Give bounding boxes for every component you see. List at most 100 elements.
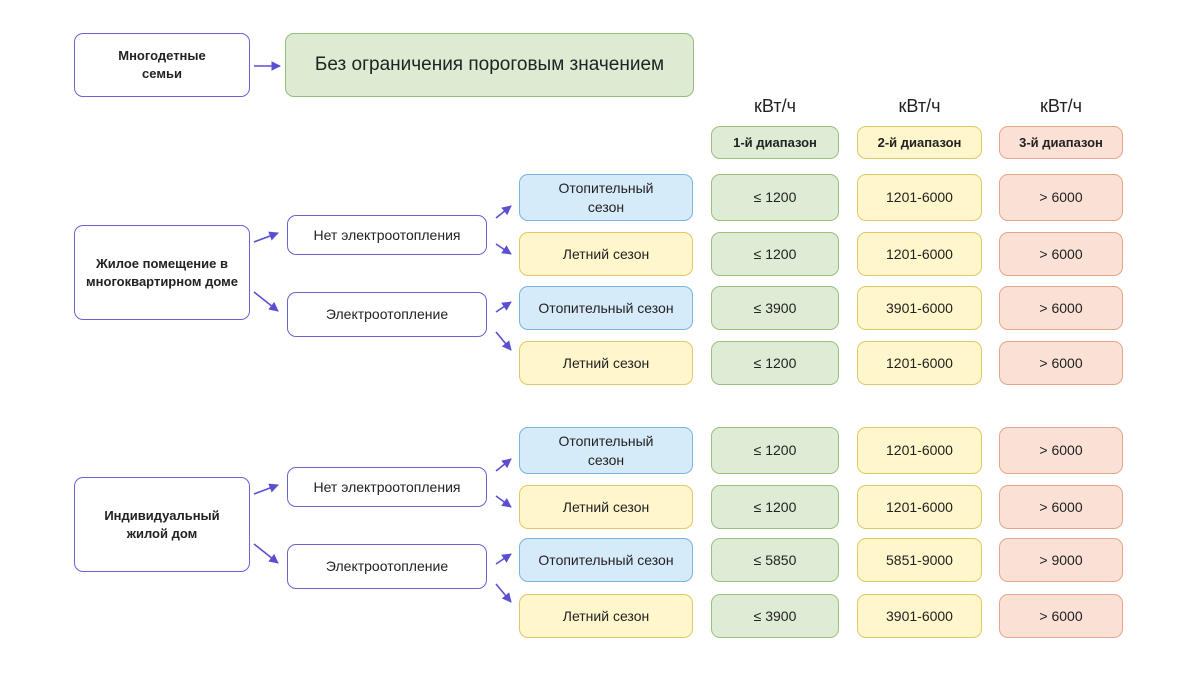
heating-type-house-none: Нет электроотопления	[287, 467, 487, 507]
season-label: Отопительный сезон	[558, 432, 654, 468]
value-range-2: 1201-6000	[886, 498, 953, 515]
season-house-none-summer: Летний сезон	[519, 485, 693, 529]
category-individual-house-label: Индивидуальный жилой дом	[104, 507, 220, 541]
value-range-2: 1201-6000	[886, 354, 953, 371]
value-range-1: ≤ 1200	[753, 189, 797, 206]
arrow-house-heat	[253, 543, 279, 564]
season-house-none-winter: Отопительный сезон	[519, 427, 693, 474]
value-range-1: ≤ 3900	[753, 607, 797, 624]
heating-type-house-none-label: Нет электроотопления	[313, 478, 461, 495]
arrow-apt-heat-summer	[495, 331, 512, 351]
arrow-apt-no-heat-winter	[495, 205, 512, 219]
category-large-family: Многодетные семьи	[74, 33, 250, 97]
value-cell: 1201-6000	[857, 427, 982, 474]
season-apt-electric-winter: Отопительный сезон	[519, 286, 693, 330]
value-cell: 1201-6000	[857, 341, 982, 385]
value-cell: > 9000	[999, 538, 1123, 582]
season-apt-electric-summer: Летний сезон	[519, 341, 693, 385]
heating-type-apt-electric-label: Электроотопление	[325, 306, 449, 323]
unit-range-1: кВт/ч	[754, 96, 796, 116]
category-apartment-label: Жилое помещение в многоквартирном доме	[86, 255, 238, 289]
value-range-2: 1201-6000	[886, 245, 953, 262]
value-range-2: 5851-9000	[886, 551, 953, 568]
value-range-1: ≤ 3900	[753, 299, 797, 316]
arrow-house-no-heat-summer	[495, 495, 512, 508]
value-cell: 5851-9000	[857, 538, 982, 582]
arrow-apt-heat-winter	[495, 301, 512, 313]
value-cell: ≤ 1200	[711, 427, 839, 474]
arrow-house-no-heat-winter	[495, 458, 512, 472]
value-cell: > 6000	[999, 286, 1123, 330]
value-cell: ≤ 3900	[711, 594, 839, 638]
value-range-3: > 6000	[1039, 442, 1083, 459]
value-range-1: ≤ 1200	[753, 442, 797, 459]
range-header-3: 3-й диапазон	[999, 126, 1123, 159]
season-house-electric-winter: Отопительный сезон	[519, 538, 693, 582]
value-range-2: 1201-6000	[886, 442, 953, 459]
value-range-3: > 6000	[1039, 498, 1083, 515]
value-cell: 1201-6000	[857, 232, 982, 276]
season-label: Летний сезон	[562, 354, 650, 371]
value-cell: > 6000	[999, 594, 1123, 638]
value-range-2: 3901-6000	[886, 607, 953, 624]
value-cell: 1201-6000	[857, 485, 982, 529]
value-range-1: ≤ 5850	[753, 551, 797, 568]
value-cell: > 6000	[999, 174, 1123, 221]
range-header-3-label: 3-й диапазон	[1019, 134, 1103, 150]
value-cell: ≤ 1200	[711, 174, 839, 221]
value-cell: ≤ 5850	[711, 538, 839, 582]
season-label: Отопительный сезон	[558, 179, 654, 215]
value-range-2: 1201-6000	[886, 189, 953, 206]
value-cell: ≤ 1200	[711, 485, 839, 529]
value-cell: 3901-6000	[857, 594, 982, 638]
value-range-3: > 6000	[1039, 299, 1083, 316]
unit-range-2: кВт/ч	[898, 96, 941, 116]
value-cell: 3901-6000	[857, 286, 982, 330]
range-header-2: 2-й диапазон	[857, 126, 982, 159]
value-cell: > 6000	[999, 427, 1123, 474]
arrow-apt-no-heat	[253, 231, 279, 243]
arrow-house-heat-summer	[495, 583, 512, 603]
value-cell: ≤ 3900	[711, 286, 839, 330]
value-range-3: > 6000	[1039, 354, 1083, 371]
heating-type-house-electric: Электроотопление	[287, 544, 487, 589]
no-threshold-note: Без ограничения пороговым значением	[285, 33, 694, 97]
value-range-1: ≤ 1200	[753, 498, 797, 515]
heating-type-apt-none-label: Нет электроотопления	[313, 226, 461, 243]
value-range-3: > 6000	[1039, 607, 1083, 624]
arrow-apt-no-heat-summer	[495, 243, 512, 255]
value-cell: > 6000	[999, 232, 1123, 276]
value-cell: ≤ 1200	[711, 232, 839, 276]
category-apartment: Жилое помещение в многоквартирном доме	[74, 225, 250, 320]
heating-type-apt-none: Нет электроотопления	[287, 215, 487, 255]
category-large-family-label: Многодетные семьи	[118, 48, 206, 81]
value-range-3: > 6000	[1039, 245, 1083, 262]
no-threshold-note-label: Без ограничения пороговым значением	[314, 54, 665, 76]
range-header-2-label: 2-й диапазон	[877, 134, 962, 150]
value-range-2: 3901-6000	[886, 299, 953, 316]
range-header-1-label: 1-й диапазон	[733, 134, 817, 150]
season-label: Отопительный сезон	[538, 551, 674, 568]
arrow-apt-heat	[253, 291, 279, 312]
season-label: Летний сезон	[562, 245, 650, 262]
heating-type-apt-electric: Электроотопление	[287, 292, 487, 337]
arrow-house-no-heat	[253, 483, 279, 495]
season-apt-none-summer: Летний сезон	[519, 232, 693, 276]
range-header-1: 1-й диапазон	[711, 126, 839, 159]
season-house-electric-summer: Летний сезон	[519, 594, 693, 638]
value-range-3: > 9000	[1039, 551, 1083, 568]
unit-range-3: кВт/ч	[1040, 96, 1082, 116]
category-individual-house: Индивидуальный жилой дом	[74, 477, 250, 572]
value-cell: > 6000	[999, 485, 1123, 529]
value-range-3: > 6000	[1039, 189, 1083, 206]
value-cell: 1201-6000	[857, 174, 982, 221]
season-label: Летний сезон	[562, 607, 650, 624]
value-range-1: ≤ 1200	[753, 245, 797, 262]
value-range-1: ≤ 1200	[753, 354, 797, 371]
season-label: Отопительный сезон	[538, 299, 674, 316]
value-cell: ≤ 1200	[711, 341, 839, 385]
value-cell: > 6000	[999, 341, 1123, 385]
arrow-house-heat-winter	[495, 553, 512, 565]
season-apt-none-winter: Отопительный сезон	[519, 174, 693, 221]
